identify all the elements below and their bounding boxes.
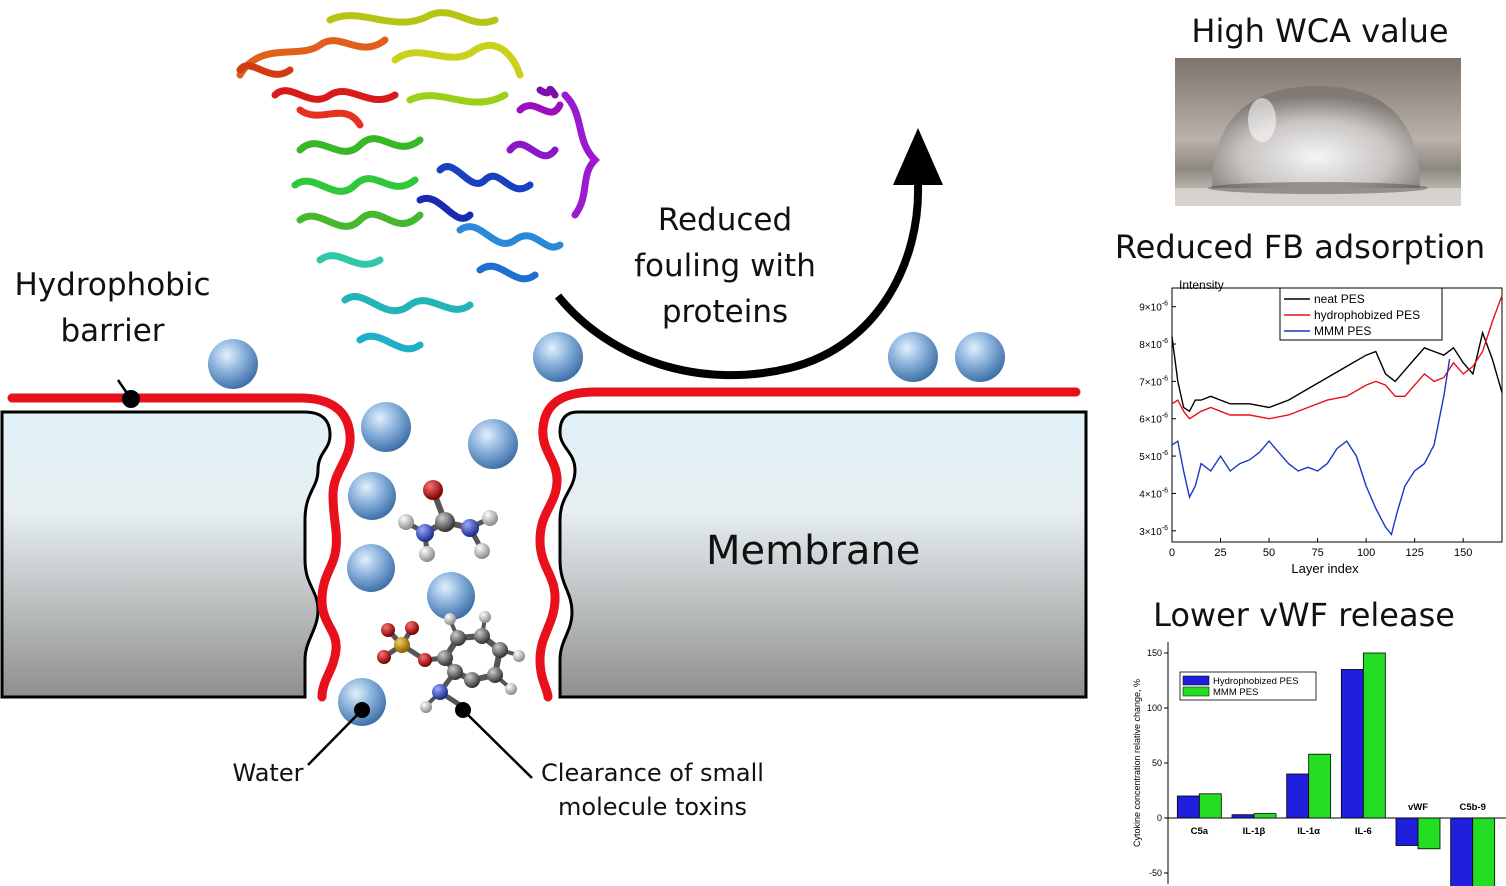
clearance-pointer-line (462, 709, 533, 779)
clearance-line2: molecule toxins (558, 793, 747, 821)
y-tick-label: 3×10-6 (1139, 525, 1168, 538)
fb-title: Reduced FB adsorption (1114, 228, 1486, 266)
category-label: IL-1α (1297, 826, 1320, 837)
y-tick-label: 50 (1152, 758, 1162, 768)
y-tick-exponent: -6 (1162, 450, 1168, 457)
water-sphere (888, 332, 938, 382)
legend-swatch (1182, 675, 1210, 686)
water-sphere (348, 472, 396, 520)
clearance-label: Clearance of small molecule toxins (530, 756, 775, 824)
bar-C5b-9 (1450, 817, 1474, 886)
x-tick-label: 25 (1214, 547, 1226, 559)
x-tick-label: 125 (1405, 547, 1423, 559)
urea-molecule (398, 480, 498, 562)
category-label: C5b-9 (1459, 802, 1485, 813)
barrier-left (7, 393, 355, 702)
series-line-hydrophobized-pes (1171, 295, 1503, 420)
hydrophobic-barrier-label: Hydrophobic barrier (0, 262, 225, 354)
y-tick-label: 150 (1147, 648, 1162, 658)
x-tick-label: 100 (1357, 547, 1375, 559)
reduced-fouling-line3: proteins (661, 294, 789, 330)
y-tick-exponent: -6 (1162, 487, 1168, 494)
series-line-neat-pes (1171, 330, 1503, 413)
fb-adsorption-line-chart: 3×10-6 4×10-6 5×10-6 6×10-6 7×10-6 8×10-6 9×10… (1139, 278, 1503, 576)
membrane-right-block (558, 410, 1088, 699)
bar-IL-1α (1286, 773, 1310, 819)
water-sphere (533, 332, 583, 382)
x-axis-label: Layer index (1291, 561, 1359, 576)
legend-label: Hydrophobized PES (1213, 676, 1299, 687)
legend-swatch (1182, 686, 1210, 697)
legend-label: neat PES (1314, 292, 1365, 306)
y-tick-label: 0 (1157, 813, 1162, 823)
indoxyl-sulfate-molecule (377, 611, 525, 713)
y-tick-label: 9×10-6 (1139, 301, 1168, 314)
y-tick-label: -50 (1149, 868, 1162, 878)
barrier-right (535, 387, 1081, 702)
water-sphere (427, 572, 475, 620)
bar-vWF (1417, 817, 1441, 850)
y-tick-exponent: -6 (1162, 375, 1168, 382)
water-sphere (361, 402, 411, 452)
water-droplet-photo (1175, 58, 1461, 206)
water-spheres (208, 332, 1005, 726)
hydrophobic-barrier-line1: Hydrophobic (14, 267, 211, 303)
y-tick-label: 6×10-6 (1139, 413, 1168, 426)
x-tick-label: 0 (1169, 547, 1175, 559)
reduced-fouling-line2: fouling with (634, 248, 816, 284)
x-tick-label: 50 (1263, 547, 1275, 559)
y-tick-exponent: -6 (1162, 413, 1168, 420)
vwf-title: Lower vWF release (1153, 596, 1455, 634)
water-label: Water (232, 759, 304, 787)
membrane-left-block (0, 410, 332, 699)
protein-structure-image (236, 9, 600, 353)
water-sphere (347, 544, 395, 592)
y-tick-label: 8×10-6 (1139, 338, 1168, 351)
water-sphere (955, 332, 1005, 382)
bar-IL-1α (1308, 753, 1332, 819)
bar-IL-6 (1362, 652, 1386, 819)
y-tick-label: 4×10-6 (1139, 487, 1168, 500)
legend-label: hydrophobized PES (1314, 308, 1420, 322)
water-pointer-line (307, 709, 363, 766)
fouling-arrow-head (893, 128, 943, 185)
clearance-line1: Clearance of small (541, 759, 764, 787)
hydrophobic-barrier-line2: barrier (60, 313, 165, 349)
membrane-label: Membrane (706, 528, 921, 574)
legend-label: MMM PES (1213, 687, 1258, 698)
y-tick-label: 5×10-6 (1139, 450, 1168, 463)
bar-IL-1β (1253, 813, 1277, 819)
category-label: C5a (1191, 826, 1209, 837)
category-label: IL-6 (1355, 826, 1372, 837)
bar-C5b-9 (1472, 817, 1496, 886)
category-label: IL-1β (1243, 826, 1266, 837)
bar-IL-1β (1231, 814, 1255, 819)
bar-C5a (1198, 793, 1222, 819)
water-sphere (208, 339, 258, 389)
legend-label: MMM PES (1314, 324, 1371, 338)
bar-C5a (1176, 795, 1200, 819)
y-tick-label: 100 (1147, 703, 1162, 713)
reduced-fouling-line1: Reduced (657, 202, 793, 238)
reduced-fouling-label: Reduced fouling with proteins (610, 197, 840, 335)
y-tick-exponent: -6 (1162, 338, 1168, 345)
water-sphere (468, 419, 518, 469)
y-tick-exponent: -6 (1162, 301, 1168, 308)
y-tick-label: 7×10-6 (1139, 375, 1168, 388)
barrier-pointer-line (116, 379, 133, 400)
x-tick-label: 150 (1454, 547, 1472, 559)
x-tick-label: 75 (1311, 547, 1323, 559)
y-axis-label: Intensity (1179, 278, 1224, 292)
series-line-mmm-pes (1171, 358, 1451, 537)
category-label: vWF (1408, 802, 1428, 813)
y-tick-exponent: -6 (1162, 525, 1168, 532)
bar-IL-6 (1340, 669, 1364, 819)
y-axis-label: Cytokine concentration relative change, … (1132, 679, 1142, 847)
wca-title: High WCA value (1191, 12, 1449, 50)
bar-vWF (1395, 817, 1419, 846)
fouling-arrow (554, 184, 923, 380)
